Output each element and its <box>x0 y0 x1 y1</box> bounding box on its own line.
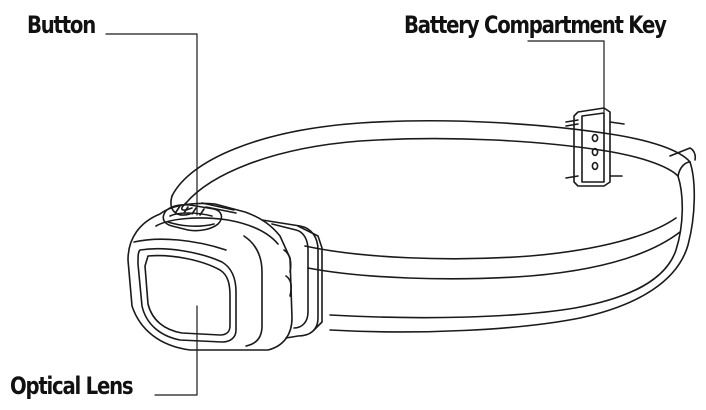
battery-compartment-key <box>565 107 625 187</box>
headband <box>170 119 697 333</box>
button-label: Button <box>27 11 96 39</box>
lamp-housing <box>127 202 323 351</box>
button-leader <box>105 33 198 216</box>
battery-key-leader <box>527 40 605 113</box>
optical-lens <box>137 247 237 343</box>
optical-lens-leader <box>154 305 198 396</box>
battery-compartment-key-label: Battery Compartment Key <box>404 11 667 39</box>
optical-lens-label: Optical Lens <box>10 372 134 400</box>
button <box>162 202 237 232</box>
callout-leaders <box>105 33 605 396</box>
